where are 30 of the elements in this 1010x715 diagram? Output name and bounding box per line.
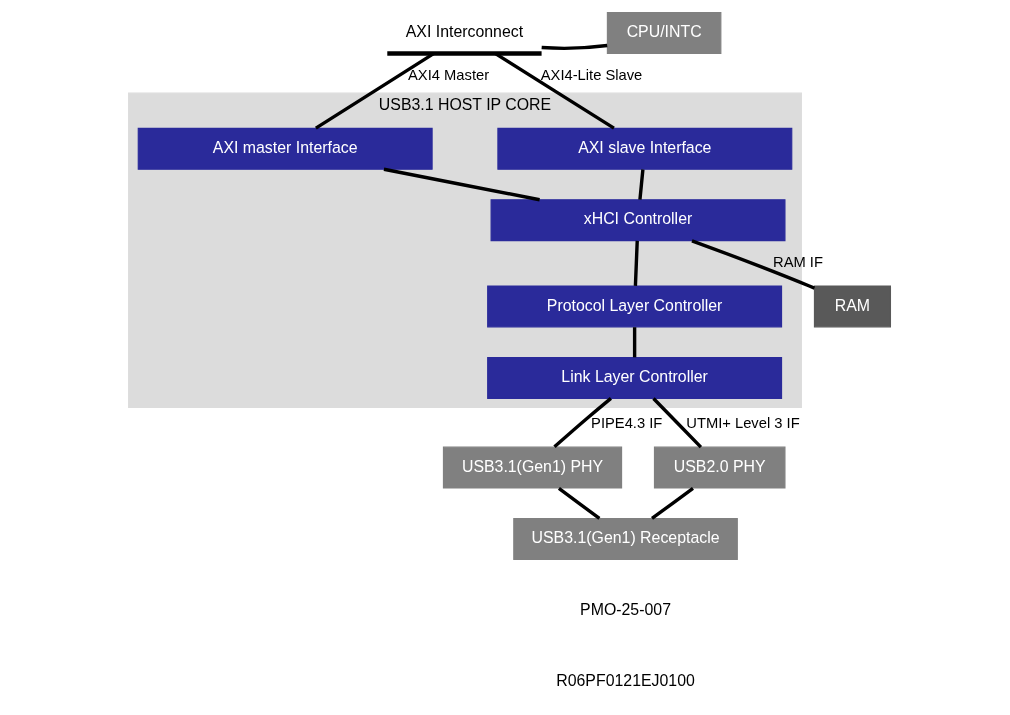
label: PMO-25-007 — [580, 600, 671, 618]
connector — [553, 397, 613, 449]
connector — [638, 169, 645, 200]
connector — [383, 167, 540, 202]
node-box: xHCI Controller — [490, 199, 786, 242]
connector — [633, 240, 639, 286]
node-box: RAM — [813, 285, 892, 328]
edge-label: UTMI+ Level 3 IF — [686, 415, 800, 432]
node-box: AXI master Interface — [137, 127, 433, 170]
connector — [632, 327, 637, 358]
connector — [652, 397, 703, 449]
node-box: USB3.1(Gen1) Receptacle — [513, 518, 738, 560]
edge-label: RAM IF — [773, 254, 823, 271]
node-text: AXI Interconnect — [405, 23, 524, 41]
edge-label: AXI4-Lite Slave — [540, 66, 643, 83]
connector — [541, 43, 608, 51]
node-box: Protocol Layer Controller — [487, 285, 783, 328]
label: R06PF0121EJ0100 — [556, 672, 695, 690]
edge-label: PIPE4.3 IF — [591, 415, 663, 432]
connector — [691, 239, 816, 290]
node-box: Link Layer Controller — [487, 356, 783, 399]
connector — [315, 52, 435, 130]
node-box: USB2.0 PHY — [653, 446, 786, 489]
node-box: USB3.1(Gen1) PHY — [442, 446, 623, 489]
node-box: AXI slave Interface — [497, 127, 793, 170]
node-box: CPU/INTC — [606, 12, 722, 54]
connector — [651, 486, 694, 520]
connector — [557, 486, 601, 520]
edge-label: AXI4 Master — [408, 66, 490, 83]
connector — [494, 52, 615, 130]
